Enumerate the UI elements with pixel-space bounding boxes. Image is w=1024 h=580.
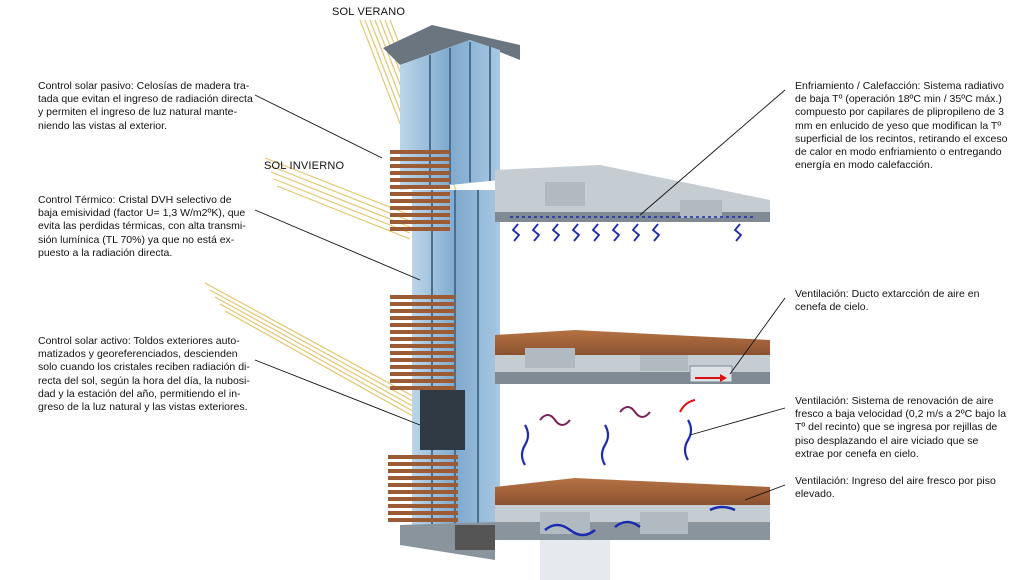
- wood-louvers-upper: [390, 150, 450, 231]
- summer-sun-label: SOL VERANO: [332, 6, 406, 18]
- ventilation-extract-annotation: Ventilación: Ducto extarcción de aire en…: [795, 288, 980, 314]
- radiant-cooling-arrows: [511, 223, 743, 242]
- active-solar-annotation: Control solar activo: Toldos exteriores …: [38, 335, 250, 414]
- ventilation-intake-annotation: Ventilación: Ingreso del aire fresco por…: [795, 475, 996, 501]
- building-base: [400, 522, 610, 580]
- low-sun-rays: [204, 282, 421, 421]
- winter-sun-label: SOL INVIERNO: [264, 160, 345, 172]
- passive-solar-annotation: Control solar pasivo: Celosías de madera…: [38, 80, 253, 132]
- winter-sun-rays: [264, 157, 411, 240]
- upper-slab: [495, 165, 770, 222]
- thermal-control-annotation: Control Térmico: Cristal DVH selectivo d…: [38, 194, 246, 259]
- wood-louvers-lower: [388, 455, 458, 522]
- fresh-air-intake-arrows: [544, 505, 736, 537]
- wood-louvers-middle: [390, 295, 455, 390]
- cooling-heating-annotation: Enfriamiento / Calefacción: Sistema radi…: [795, 80, 1008, 172]
- annotation-leaders: [254, 89, 786, 501]
- middle-slab: [495, 330, 770, 384]
- stale-air-arrows: [539, 406, 651, 426]
- ventilation-renewal-annotation: Ventilación: Sistema de renovación de ai…: [795, 395, 1007, 460]
- hot-air-arrow: [679, 399, 696, 413]
